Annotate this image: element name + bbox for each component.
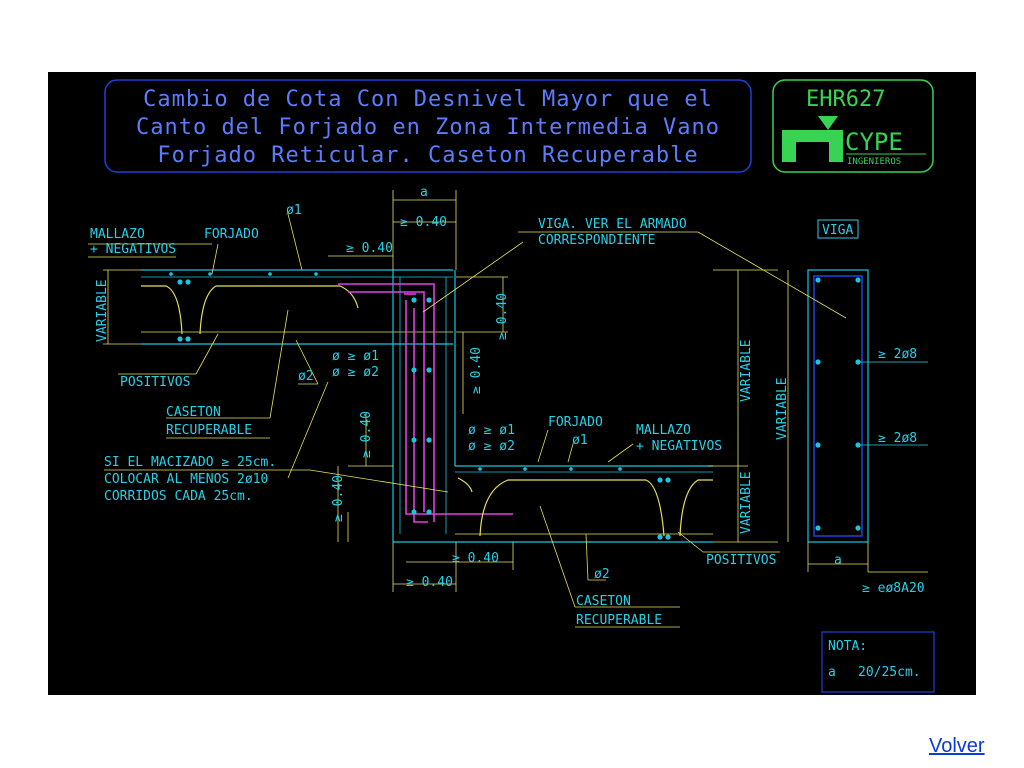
label-ge040-vertical-1: ≥ 0.40 [495, 293, 510, 340]
label-variable-mid: VARIABLE [739, 339, 754, 402]
title-line-2: Canto del Forjado en Zona Intermedia Van… [136, 115, 720, 140]
label-ge040-vertical-4: ≥ 0.40 [331, 475, 346, 522]
labels: MALLAZO + NEGATIVOS FORJADO ø1 a ≥ 0.40 … [90, 185, 925, 628]
label-variable-left: VARIABLE [95, 279, 110, 342]
label-ge-2phi8-a: ≥ 2ø8 [878, 347, 917, 362]
label-variable-low: VARIABLE [739, 471, 754, 534]
label-ge040-b: ≥ 0.40 [346, 241, 393, 256]
label-viga-ref-1: VIGA. VER EL ARMADO [538, 217, 687, 232]
nota-title: NOTA: [828, 639, 867, 654]
label-a-top: a [420, 185, 428, 200]
label-ge040-vertical-3: ≥ 0.40 [359, 411, 374, 458]
vertical-band [338, 270, 513, 542]
logo-sub: INGENIEROS [847, 157, 901, 167]
label-phi1-top: ø1 [286, 203, 302, 218]
note-line-3: CORRIDOS CADA 25cm. [104, 489, 253, 504]
nota-key: a [828, 665, 836, 680]
logo-triangle-icon [818, 116, 838, 130]
logo-code: EHR627 [806, 87, 885, 112]
label-phi-ge-phi1-b: ø ≥ ø1 [468, 423, 515, 438]
volver-link[interactable]: Volver [929, 735, 985, 757]
label-forjado-bottom: FORJADO [548, 415, 603, 430]
label-mallazo-top: MALLAZO [90, 227, 145, 242]
label-phi1-bottom: ø1 [572, 433, 588, 448]
label-mallazo-bottom: MALLAZO [636, 423, 691, 438]
beam-section [807, 219, 928, 543]
label-positivos-bottom: POSITIVOS [706, 553, 776, 568]
label-negativos-bottom: + NEGATIVOS [636, 439, 722, 454]
title-line-1: Cambio de Cota Con Desnivel Mayor que el [143, 87, 713, 112]
label-ge-2phi8-b: ≥ 2ø8 [878, 431, 917, 446]
label-viga: VIGA [822, 223, 853, 238]
nota-box: NOTA: a 20/25cm. [821, 631, 935, 693]
label-phi-ge-phi1: ø ≥ ø1 [332, 349, 379, 364]
label-a-beam: a [834, 553, 842, 568]
label-ge040-d: ≥ 0.40 [406, 575, 453, 590]
title-line-3: Forjado Reticular. Caseton Recuperable [157, 143, 698, 168]
nota-value: 20/25cm. [858, 665, 921, 680]
upper-slab [141, 269, 453, 345]
label-caseton-bottom: CASETON [576, 594, 631, 609]
label-viga-ref-2: CORRESPONDIENTE [538, 233, 655, 248]
label-phi-ge-phi2: ø ≥ ø2 [332, 365, 379, 380]
note-line-2: COLOCAR AL MENOS 2ø10 [104, 472, 268, 487]
cad-drawing: Cambio de Cota Con Desnivel Mayor que el… [48, 72, 976, 695]
dimension-lines [88, 190, 928, 628]
title-block: Cambio de Cota Con Desnivel Mayor que el… [104, 79, 752, 173]
label-phi2-top: ø2 [298, 369, 314, 384]
label-negativos-top: + NEGATIVOS [90, 242, 176, 257]
label-recuperable-top: RECUPERABLE [166, 423, 252, 438]
label-recuperable-bottom: RECUPERABLE [576, 613, 662, 628]
note-line-1: SI EL MACIZADO ≥ 25cm. [104, 455, 276, 470]
label-ge040-a: ≥ 0.40 [400, 215, 447, 230]
label-variable-beam: VARIABLE [775, 377, 790, 440]
lower-slab [393, 465, 713, 543]
label-stirrups: ≥ eø8A20 [862, 581, 925, 596]
label-phi-ge-phi2-b: ø ≥ ø2 [468, 439, 515, 454]
label-phi2-bottom: ø2 [594, 567, 610, 582]
logo-brand: CYPE [845, 128, 903, 156]
cype-logo: EHR627 CYPE INGENIEROS [772, 79, 934, 173]
label-positivos-top: POSITIVOS [120, 375, 190, 390]
label-caseton-top: CASETON [166, 405, 221, 420]
label-ge040-c: ≥ 0.40 [452, 551, 499, 566]
label-ge040-vertical-2: ≥ 0.40 [469, 347, 484, 394]
label-forjado-top: FORJADO [204, 227, 259, 242]
